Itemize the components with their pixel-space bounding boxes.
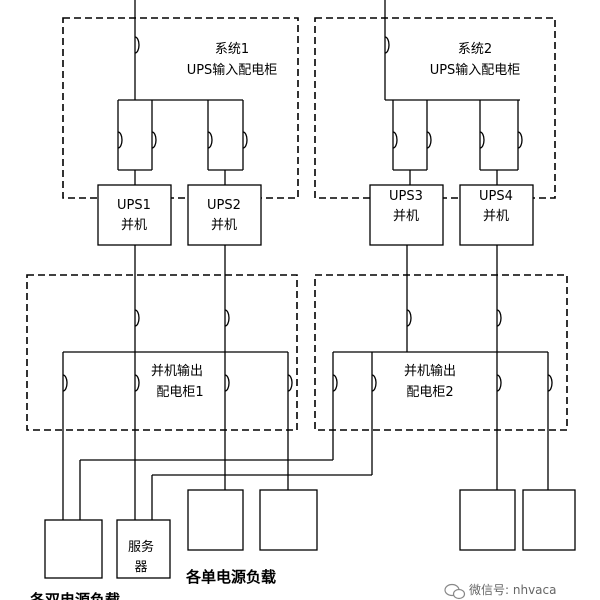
- wechat-icon: [444, 583, 466, 600]
- single-power-load-box: [522, 489, 576, 551]
- breaker-icon: [287, 374, 293, 392]
- breaker-icon: [242, 131, 248, 149]
- input-cabinet-1-wiring: [117, 0, 244, 185]
- single-power-load-box: [187, 489, 244, 551]
- breaker-icon: [406, 309, 412, 327]
- ups1-mode: 并机: [121, 218, 147, 233]
- input-cabinet-2-wiring: [384, 0, 520, 185]
- ups3-box: [369, 184, 444, 246]
- breaker-icon: [224, 374, 230, 392]
- input-cabinet-2-title: 系统2: [458, 42, 492, 57]
- ups1-box: [97, 184, 172, 246]
- input-cabinet-2-outline: [314, 17, 556, 199]
- server-label-line1: 服务: [128, 539, 154, 555]
- ups1-name: UPS1: [117, 198, 151, 213]
- ups3-mode: 并机: [393, 209, 419, 224]
- breaker-icon: [224, 309, 230, 327]
- breaker-icon: [207, 131, 213, 149]
- breaker-icon: [151, 131, 157, 149]
- ups4-mode: 并机: [483, 209, 509, 224]
- breaker-icon: [62, 374, 68, 392]
- breaker-icon: [371, 374, 377, 392]
- output-cabinet-2-subtitle: 配电柜2: [406, 385, 453, 400]
- server-label-line2: 器: [134, 560, 147, 575]
- output-cabinet-2-title: 并机输出: [404, 363, 456, 379]
- ups-output-wiring: [134, 245, 498, 352]
- breaker-icon: [547, 374, 553, 392]
- ups4-name: UPS4: [479, 189, 513, 204]
- input-cabinet-1-title: 系统1: [215, 42, 249, 57]
- input-cabinet-1-outline: [62, 17, 299, 199]
- input-cabinet-2-subtitle: UPS输入配电柜: [430, 62, 521, 78]
- ups2-mode: 并机: [211, 218, 237, 233]
- dual-power-load-label: 各双电源负载: [29, 591, 120, 600]
- breaker-symbols: [62, 36, 553, 392]
- breaker-icon: [332, 374, 338, 392]
- input-cabinet-1-subtitle: UPS输入配电柜: [187, 62, 278, 78]
- server-load-box: [116, 519, 171, 579]
- breaker-icon: [134, 309, 140, 327]
- breaker-icon: [134, 374, 140, 392]
- breaker-icon: [496, 374, 502, 392]
- breaker-icon: [479, 131, 485, 149]
- ups4-box: [459, 184, 534, 246]
- breaker-icon: [134, 36, 140, 54]
- single-power-load-label: 各单电源负载: [185, 568, 276, 586]
- output-cabinet-1-subtitle: 配电柜1: [156, 385, 203, 400]
- output-cabinet-1-title: 并机输出: [151, 363, 203, 379]
- breaker-icon: [496, 309, 502, 327]
- breaker-icon: [384, 36, 390, 54]
- single-power-load-box: [259, 489, 318, 551]
- breaker-icon: [117, 131, 123, 149]
- ups2-box: [187, 184, 262, 246]
- watermark-text: 微信号: nhvaca: [469, 583, 556, 597]
- dual-power-load-box: [44, 519, 103, 579]
- breaker-icon: [392, 131, 398, 149]
- ups2-name: UPS2: [207, 198, 241, 213]
- breaker-icon: [426, 131, 432, 149]
- output-cabinet-2-outline: [314, 274, 568, 431]
- breaker-icon: [517, 131, 523, 149]
- output-cabinet-1-outline: [26, 274, 298, 431]
- ups3-name: UPS3: [389, 189, 423, 204]
- single-power-load-box: [459, 489, 516, 551]
